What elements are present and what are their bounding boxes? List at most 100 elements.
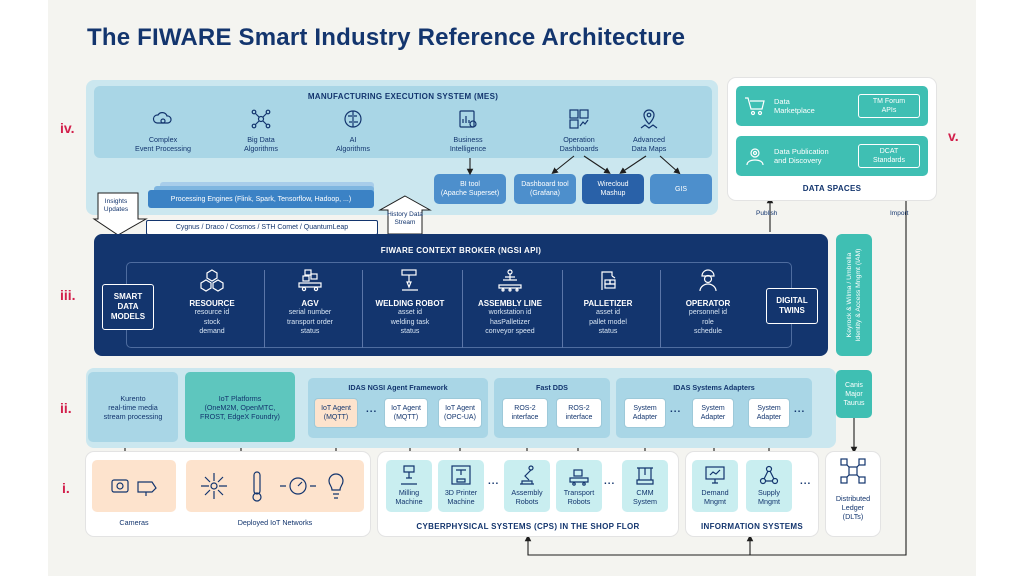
ros2-interface-1: ROS-2 interface — [502, 398, 548, 428]
cps-title: CYBERPHYSICAL SYSTEMS (CPS) IN THE SHOP … — [416, 522, 640, 531]
ellipsis: ... — [366, 404, 378, 415]
canis-box: Canis Major Taurus — [836, 370, 872, 418]
mes-item-ai: AI Algorithms — [308, 108, 398, 153]
map-pin-icon — [640, 109, 658, 129]
entity-attrs: resource id stock demand — [194, 309, 230, 335]
cameras-label: Cameras — [119, 518, 149, 527]
transport-robot-icon — [569, 469, 589, 486]
info-systems-title: INFORMATION SYSTEMS — [701, 522, 803, 531]
demand-mngmt: Demand Mngmt — [692, 460, 738, 512]
iam-box: Keyrock & Wilma / Umbrella Identity & Ac… — [836, 234, 872, 356]
smart-data-models-box: SMART DATA MODELS — [102, 284, 154, 330]
kurento-box: Kurento real-time media stream processin… — [88, 372, 178, 442]
dashboard-icon — [569, 109, 589, 129]
page-title: The FIWARE Smart Industry Reference Arch… — [87, 24, 686, 51]
ellipsis: ... — [800, 476, 812, 487]
level-ii-label: ii. — [60, 400, 72, 416]
3d-printer: 3D Printer Machine — [438, 460, 484, 512]
mes-item-maps: Advanced Data Maps — [604, 108, 694, 153]
entity-separator — [562, 270, 563, 348]
tm-forum-tag: TM Forum APIs — [858, 94, 920, 118]
ledger-label: Distributed Ledger (DLTs) — [835, 494, 871, 521]
cmm-icon — [636, 467, 654, 485]
history-label: History Data Stream — [387, 211, 423, 226]
data-publication-row: Data Publication and Discovery DCAT Stan… — [736, 136, 928, 176]
dcat-tag: DCAT Standards — [858, 144, 920, 168]
entity-separator — [362, 270, 363, 348]
ros2-interface-2: ROS-2 interface — [556, 398, 602, 428]
cps-item-label: Transport Robots — [563, 488, 595, 506]
mes-item-label: Complex Event Processing — [135, 135, 191, 153]
iot-networks-label: Deployed IoT Networks — [237, 518, 313, 527]
entity-attrs: workstation id hasPalletizer conveyor sp… — [485, 309, 535, 335]
cubes-icon — [200, 269, 224, 292]
network-icon — [251, 109, 271, 129]
mes-item-label: Advanced Data Maps — [631, 135, 667, 153]
supply-network-icon — [759, 465, 779, 485]
cps-item-label: 3D Printer Machine — [444, 488, 478, 506]
cloud-gear-icon — [152, 112, 172, 124]
iam-label: Keyrock & Wilma / Umbrella Identity & Ac… — [846, 248, 862, 342]
mes-item-label: Operation Dashboards — [559, 135, 599, 153]
entity-operator: OPERATOR personnel id role schedule — [662, 268, 754, 337]
milling-machine: Milling Machine — [386, 460, 432, 512]
architecture-diagram: The FIWARE Smart Industry Reference Arch… — [48, 0, 976, 576]
agv-icon — [298, 269, 322, 292]
entity-separator — [264, 270, 265, 348]
data-spaces-title: DATA SPACES — [802, 184, 862, 193]
context-broker-header: FIWARE CONTEXT BROKER (NGSI API) — [380, 246, 542, 255]
entity-separator — [660, 270, 661, 348]
entity-resource: RESOURCE resource id stock demand — [166, 268, 258, 337]
ellipsis: ... — [670, 404, 682, 415]
mes-header: MANUFACTURING EXECUTION SYSTEM (MES) — [307, 92, 499, 101]
printer-3d-icon — [451, 465, 471, 485]
entity-separator — [462, 270, 463, 348]
monitor-icon — [705, 466, 725, 484]
digital-twins-box: DIGITAL TWINS — [766, 288, 818, 324]
gis-tool: GIS — [650, 174, 712, 204]
mes-item-label: Business Intelligence — [449, 135, 487, 153]
entity-title: WELDING ROBOT — [375, 299, 445, 308]
entity-welding-robot: WELDING ROBOT asset id welding task stat… — [364, 268, 456, 337]
import-label: Import — [890, 210, 909, 217]
is-item-label: Demand Mngmt — [701, 488, 729, 506]
welding-icon — [401, 269, 418, 291]
insights-label: Insights Updates — [103, 198, 129, 213]
iot-agent-opcua: IoT Agent (OPC-UA) — [438, 398, 482, 428]
transport-robots: Transport Robots — [556, 460, 602, 512]
chart-report-icon — [459, 110, 477, 128]
level-iii-label: iii. — [60, 287, 76, 303]
entity-attrs: personnel id role schedule — [688, 309, 728, 335]
ellipsis: ... — [488, 476, 500, 487]
assembly-icon — [498, 269, 522, 292]
cps-item-label: Assembly Robots — [511, 488, 543, 506]
fastdds-header: Fast DDS — [536, 383, 568, 392]
dashboard-tool: Dashboard tool (Grafana) — [514, 174, 576, 204]
insights-arrow — [92, 192, 148, 236]
iot-agent-mqtt-1: IoT Agent (MQTT) — [314, 398, 358, 428]
ellipsis: ... — [604, 476, 616, 487]
cps-item-label: CMM System — [633, 488, 657, 506]
is-item-label: Supply Mngmt — [758, 488, 780, 506]
ellipsis: ... — [794, 404, 806, 415]
milling-icon — [401, 465, 417, 485]
sensor-icons — [201, 471, 344, 502]
entity-title: ASSEMBLY LINE — [477, 299, 542, 308]
mes-item-label: AI Algorithms — [336, 135, 370, 153]
iot-platforms-box: IoT Platforms (OneM2M, OpenMTC, FROST, E… — [185, 372, 295, 442]
data-marketplace-label: Data Marketplace — [774, 97, 815, 115]
operator-icon — [699, 269, 717, 292]
iot-networks-group — [186, 460, 364, 512]
robot-arm-icon — [520, 465, 534, 485]
entity-attrs: asset id welding task status — [390, 309, 430, 335]
data-marketplace-row: Data Marketplace TM Forum APIs — [736, 86, 928, 126]
data-publication-label: Data Publication and Discovery — [774, 147, 829, 165]
camera-icon — [111, 479, 157, 496]
iot-agent-mqtt-2: IoT Agent (MQTT) — [384, 398, 428, 428]
mes-item-bigdata: Big Data Algorithms — [216, 108, 306, 153]
entity-title: AGV — [301, 299, 319, 308]
entity-attrs: serial number transport order status — [287, 309, 333, 335]
agent-framework-header: IDAS NGSI Agent Framework — [348, 383, 448, 392]
wirecloud-tool: Wirecloud Mashup — [582, 174, 644, 204]
mes-item-label: Big Data Algorithms — [244, 135, 278, 153]
